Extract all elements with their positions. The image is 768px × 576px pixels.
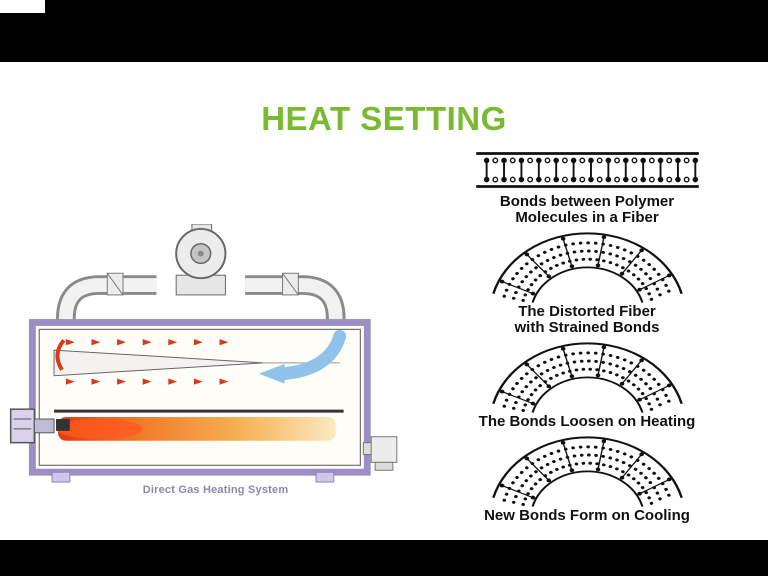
machine-caption: Direct Gas Heating System xyxy=(142,484,289,496)
flame-zone xyxy=(56,417,336,441)
band-caption: Bonds between Polymer Molecules in a Fib… xyxy=(500,194,674,226)
distorted-caption-line2: with Strained Bonds xyxy=(514,319,660,336)
distorted-caption-line1: The Distorted Fiber xyxy=(518,303,656,320)
bonds-loosen-arc-diagram xyxy=(491,342,683,414)
distorted-caption: The Distorted Fiber with Strained Bonds xyxy=(514,304,659,336)
heat-arrows-red xyxy=(55,338,229,385)
machine-body xyxy=(28,319,371,476)
machine-diagram xyxy=(8,224,433,486)
slide-body: HEAT SETTING xyxy=(0,62,768,540)
gas-burner xyxy=(9,408,55,444)
letterbox-bottom xyxy=(0,540,768,576)
cooling-caption: New Bonds Form on Cooling xyxy=(484,507,690,524)
band-caption-line2: Molecules in a Fiber xyxy=(515,209,659,226)
band-caption-line1: Bonds between Polymer xyxy=(499,193,675,210)
letterbox-top xyxy=(0,0,768,62)
polymer-band-diagram xyxy=(475,152,699,188)
airflow-arrow-blue xyxy=(258,329,347,384)
machine-duct-right xyxy=(245,272,346,331)
slide-title: HEAT SETTING xyxy=(261,100,507,138)
exhaust-box xyxy=(362,436,398,471)
machine-duct-left xyxy=(56,272,157,331)
new-bonds-arc-diagram xyxy=(491,436,683,508)
machine-legs xyxy=(51,471,335,483)
direct-gas-heating-system-drawing xyxy=(9,224,398,483)
letterbox-notch xyxy=(0,0,45,13)
bond-diagrams-column: Bonds between Polymer Molecules in a Fib… xyxy=(437,150,737,524)
distorted-fiber-arc-diagram xyxy=(491,232,683,304)
machine-fan xyxy=(175,224,227,296)
loosen-caption: The Bonds Loosen on Heating xyxy=(478,413,696,430)
